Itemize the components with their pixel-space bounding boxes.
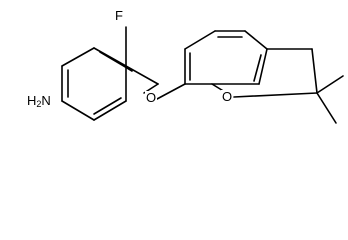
bond (233, 92, 318, 98)
bond (93, 47, 127, 67)
furan-oxygen-label: O (221, 89, 234, 104)
bond (156, 83, 186, 100)
bond (99, 51, 133, 72)
bond (93, 97, 122, 115)
bond (125, 65, 159, 85)
bond (258, 48, 268, 85)
ether-oxygen-label: O (145, 90, 158, 105)
bond (311, 48, 318, 94)
amine-hydrogen: H (27, 93, 37, 108)
bond (316, 75, 344, 94)
bond-skeleton (61, 26, 344, 124)
bond (316, 92, 337, 124)
bond (184, 30, 216, 50)
bond (244, 30, 268, 50)
bond (61, 100, 95, 121)
fluorine-label: F (114, 8, 124, 23)
amine-hydrogen-count: 2 (36, 99, 42, 109)
amine-label: H2N (26, 94, 52, 109)
bond (93, 100, 127, 121)
bond (61, 47, 95, 67)
amine-nitrogen: N (41, 93, 51, 108)
molecule-diagram: O O F H2N (26, 8, 344, 124)
bond (253, 54, 262, 82)
